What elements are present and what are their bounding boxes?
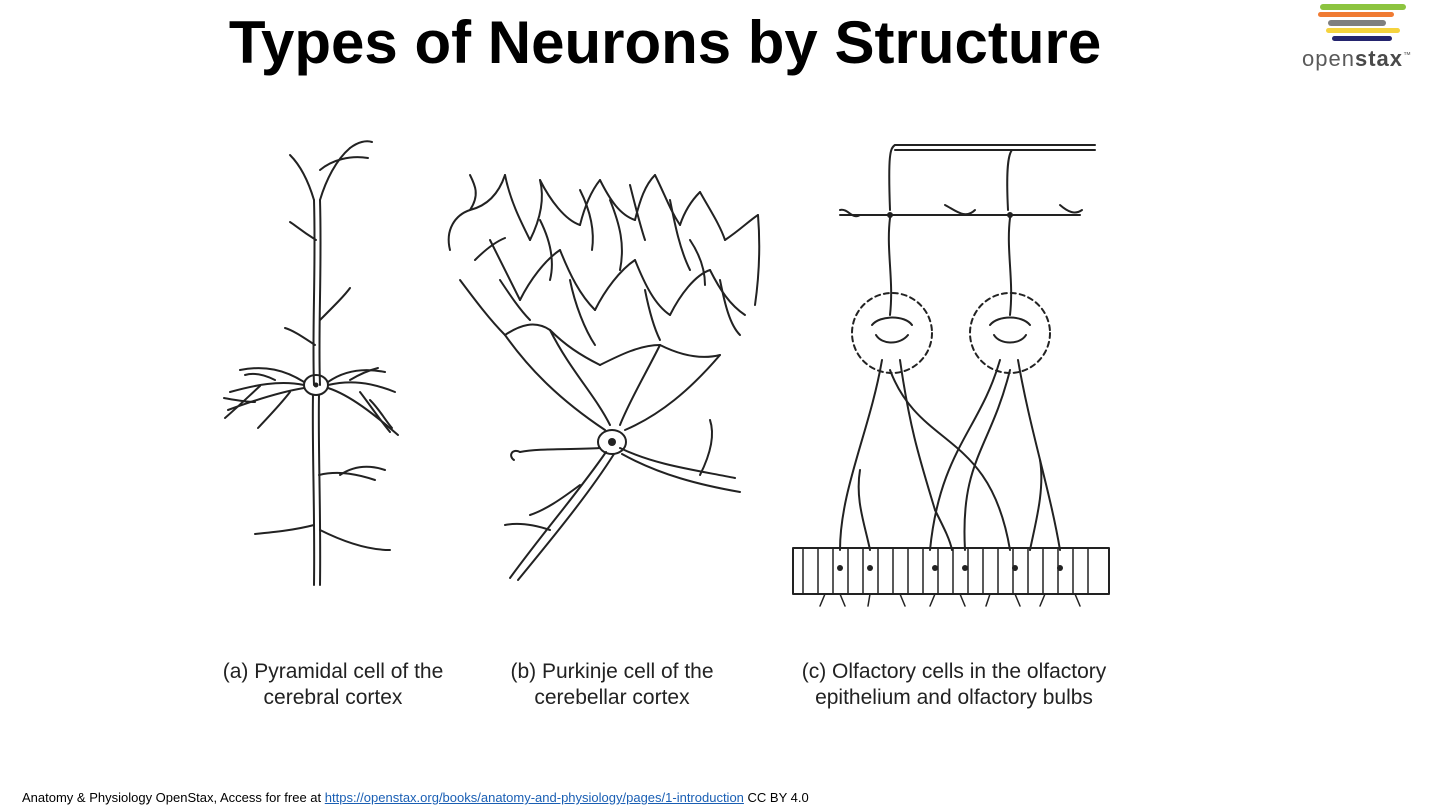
pyramidal-cell-icon (223, 140, 399, 586)
logo-wordmark: openstax™ (1302, 46, 1412, 71)
purkinje-cell-icon (447, 174, 761, 581)
openstax-logo[interactable]: openstax™ (1298, 0, 1440, 76)
logo-bars-icon (1318, 4, 1406, 41)
olfactory-cells-icon (792, 144, 1110, 607)
slide-title: Types of Neurons by Structure (228, 9, 1102, 76)
footer-link[interactable]: https://openstax.org/books/anatomy-and-p… (324, 790, 744, 805)
footer-prefix: Anatomy & Physiology OpenStax, Access fo… (22, 790, 325, 805)
footer-attribution: Anatomy & Physiology OpenStax, Access fo… (22, 790, 809, 805)
neuron-figure (223, 140, 1110, 607)
footer-license: CC BY 4.0 (743, 790, 809, 805)
